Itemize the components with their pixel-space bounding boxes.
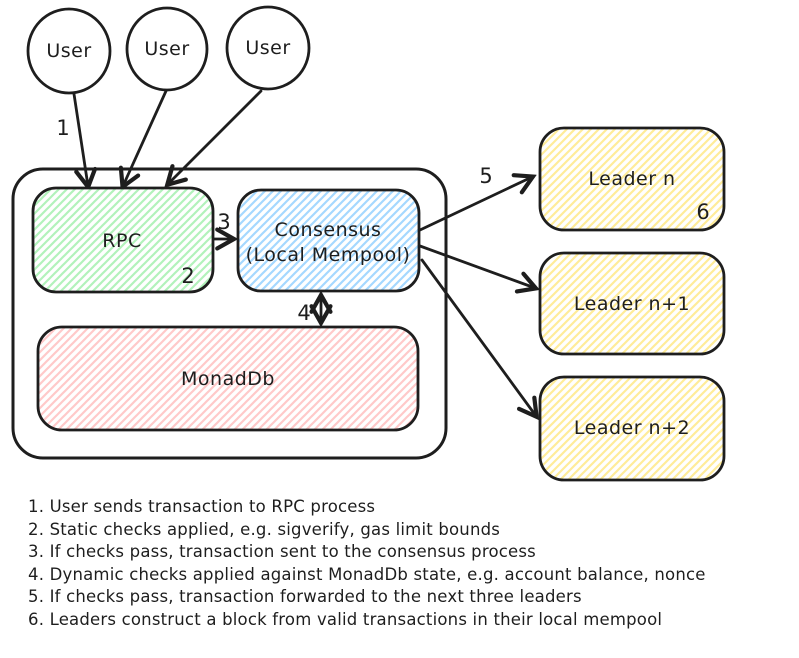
step-line-3: 3. If checks pass, transaction sent to t… (28, 542, 536, 562)
arrow-user1-to-rpc (72, 92, 88, 186)
rpc-box (31, 186, 215, 294)
leader-n2-label: Leader n+2 (574, 417, 690, 439)
step-line-1: 1. User sends transaction to RPC process (28, 497, 376, 516)
user-3-circle (225, 5, 311, 91)
rpc-label: RPC (102, 230, 141, 252)
step-marker-3: 3 (217, 210, 230, 234)
node-leader-n1: Leader n+1 (538, 251, 726, 356)
step-marker-2: 2 (181, 264, 194, 288)
monaddb-label: MonadDb (181, 368, 275, 390)
leader-n-box (538, 126, 726, 232)
arrow-consensus-to-leader-n2 (420, 258, 536, 416)
flow-diagram: User User User RPC Consensus (Local Memp… (11, 5, 726, 482)
node-rpc: RPC (31, 186, 215, 294)
node-user-3: User (225, 5, 311, 91)
node-process-container (11, 167, 448, 460)
user-2-circle (125, 6, 209, 92)
step-line-4: 4. Dynamic checks applied against MonadD… (28, 564, 706, 584)
user-1-circle (26, 7, 112, 95)
node-consensus: Consensus (Local Mempool) (236, 188, 421, 293)
node-leader-n2: Leader n+2 (538, 375, 726, 482)
node-user-2: User (125, 6, 209, 92)
leader-n2-box (538, 375, 726, 482)
arrow-consensus-to-leader-n1 (418, 244, 535, 288)
monaddb-box (36, 325, 420, 432)
steps-list: 1. User sends transaction to RPC process… (28, 496, 706, 632)
step-marker-5: 5 (479, 164, 492, 188)
arrow-user2-to-rpc (123, 89, 168, 186)
leader-n1-label: Leader n+1 (574, 293, 690, 315)
step-marker-4: 4 (297, 301, 310, 325)
consensus-label-line2: (Local Mempool) (246, 244, 411, 266)
arrow-user3-to-rpc (168, 89, 263, 184)
step-line-6: 6. Leaders construct a block from valid … (28, 609, 663, 629)
user-3-label: User (245, 37, 290, 59)
leader-n1-box (538, 251, 726, 356)
step-marker-1: 1 (56, 116, 69, 140)
consensus-label-line1: Consensus (275, 219, 382, 241)
user-1-label: User (46, 40, 91, 62)
user-2-label: User (144, 38, 189, 60)
step-line-5: 5. If checks pass, transaction forwarded… (28, 587, 582, 607)
node-leader-n: Leader n (538, 126, 726, 232)
node-user-1: User (26, 7, 112, 95)
arrow-consensus-to-leader-n (418, 177, 532, 232)
step-marker-6: 6 (696, 200, 709, 224)
leader-n-label: Leader n (588, 168, 675, 190)
step-line-2: 2. Static checks applied, e.g. sigverify… (28, 519, 501, 539)
node-monaddb: MonadDb (36, 325, 420, 432)
